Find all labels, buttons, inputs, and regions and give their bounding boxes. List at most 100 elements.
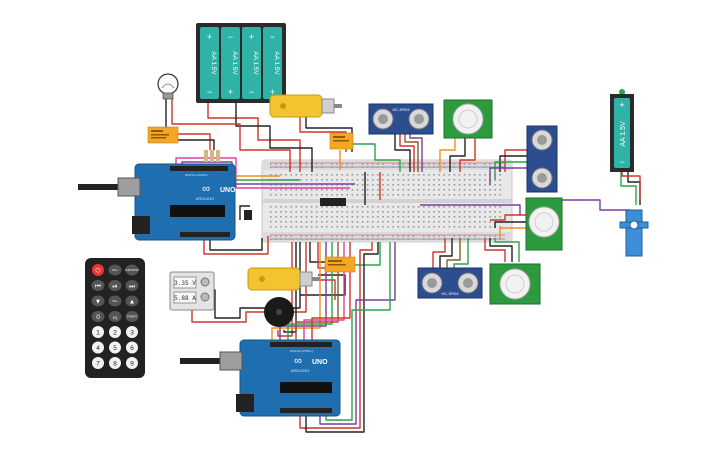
arduino-model-label: UNO xyxy=(220,187,236,194)
battery-minus-label: − xyxy=(249,87,254,97)
remote-button-label: 0 xyxy=(96,314,100,321)
motor-icon[interactable] xyxy=(269,94,342,118)
remote-button-label: 7 xyxy=(96,361,100,368)
remote-button-label: ST/REPT xyxy=(127,316,138,319)
battery-plus-label: − xyxy=(228,32,233,42)
ultrasonic-sensor-bottom[interactable]: HC-SR04 xyxy=(417,267,483,299)
relay-module-1[interactable] xyxy=(147,126,179,144)
remote-button[interactable]: 2 xyxy=(109,326,121,338)
remote-button[interactable]: FUNC/STOP xyxy=(125,264,139,276)
remote-button-label: 1 xyxy=(96,330,100,337)
relay-module-2[interactable] xyxy=(329,132,354,150)
battery-plus-label: + xyxy=(207,32,212,42)
remote-button[interactable]: ⏯ xyxy=(108,280,122,291)
remote-button-label: 9 xyxy=(130,361,134,368)
remote-button[interactable]: ▲ xyxy=(125,295,139,307)
remote-button[interactable]: 0 xyxy=(91,311,105,322)
ic-chip xyxy=(320,198,346,206)
arduino-logo-icon: ∞ xyxy=(202,183,210,195)
battery-cell: − + AA 1.5V xyxy=(263,27,282,99)
remote-button[interactable]: ⏭ xyxy=(125,280,139,291)
remote-button[interactable]: ▼ xyxy=(91,295,105,307)
remote-button[interactable]: 4 xyxy=(92,341,104,354)
motor-icon[interactable] xyxy=(247,267,320,291)
remote-button-label: ⏭ xyxy=(129,283,135,290)
pir-sensor-top[interactable] xyxy=(443,99,493,139)
wires xyxy=(152,98,641,433)
relay-module-3[interactable] xyxy=(324,256,356,273)
remote-button[interactable]: ⏮ xyxy=(91,280,105,291)
lightbulb-icon[interactable] xyxy=(157,73,179,100)
ultrasonic-sensor-top[interactable]: HC-SR04 xyxy=(368,103,434,135)
ultrasonic-label: HC-SR04 xyxy=(441,291,459,296)
remote-button[interactable]: ST/REPT xyxy=(125,311,139,322)
remote-button[interactable]: 8 xyxy=(109,357,121,369)
remote-button[interactable]: 9 xyxy=(126,357,138,369)
remote-button[interactable]: 6 xyxy=(126,341,138,354)
battery-pack-4aa[interactable]: + − AA 1.5V − + AA 1.5V + − AA 1.5V − + AA 1.5V xyxy=(196,23,286,103)
remote-button-label: VOL+ xyxy=(112,269,119,272)
current-readout: 5.88 A xyxy=(174,295,196,302)
ir-remote[interactable]: ⏻ VOL+ FUNC/STOP ⏮ ⏯ ⏭ ▼ VOL- ▲ 0 EQ ST/REPT 1 2 3 4 5 6 7… xyxy=(85,258,145,378)
ultrasonic-sensor-right[interactable] xyxy=(526,125,558,193)
remote-button[interactable]: VOL- xyxy=(108,295,122,307)
arduino-uno-bottom[interactable]: ∞ UNO ARDUINO DIGITAL (PWM~) xyxy=(180,339,341,417)
remote-button[interactable]: 5 xyxy=(109,341,121,354)
arduino-brand-label: ARDUINO xyxy=(196,196,214,201)
battery-single-aa[interactable]: + − AA 1.5V xyxy=(610,89,634,172)
remote-button-label: ⏻ xyxy=(95,268,100,275)
buzzer-icon[interactable] xyxy=(264,297,294,327)
remote-button-label: FUNC/STOP xyxy=(125,269,139,272)
battery-plus-label: + xyxy=(249,32,254,42)
remote-button-label: EQ xyxy=(113,316,118,320)
ultrasonic-label: HC-SR04 xyxy=(392,107,410,112)
battery-minus-label: + xyxy=(228,87,233,97)
remote-button-label: 6 xyxy=(130,345,134,352)
remote-button-label: ⏮ xyxy=(95,283,101,290)
remote-button[interactable]: 1 xyxy=(92,326,104,338)
battery-plus-label: + xyxy=(619,100,624,110)
remote-button-label: 3 xyxy=(130,330,134,337)
battery-cell: − + AA 1.5V xyxy=(221,27,240,99)
remote-button[interactable]: 7 xyxy=(92,357,104,369)
remote-button-label: 4 xyxy=(96,345,100,352)
remote-button-label: ▼ xyxy=(95,299,101,306)
servo-icon[interactable] xyxy=(619,209,649,257)
pir-sensor-bottom[interactable] xyxy=(489,263,541,305)
battery-label: AA 1.5V xyxy=(620,121,627,147)
remote-button[interactable]: ⏻ xyxy=(92,264,104,276)
arduino-digital-label: DIGITAL (PWM~) xyxy=(290,349,313,353)
multimeter[interactable]: 3.35 V 5.88 A xyxy=(169,271,215,311)
battery-cell-label: AA 1.5V xyxy=(231,51,238,75)
remote-button-label: 2 xyxy=(113,330,117,337)
arduino-brand-label: ARDUINO xyxy=(291,368,309,373)
voltage-readout: 3.35 V xyxy=(174,280,196,287)
battery-cell-label: AA 1.5V xyxy=(252,51,259,75)
resistors xyxy=(204,150,220,162)
arduino-uno-top[interactable]: ∞ UNO ARDUINO DIGITAL (PWM~) xyxy=(78,163,236,241)
pir-sensor-right[interactable] xyxy=(525,197,563,251)
battery-cell: + − AA 1.5V xyxy=(200,27,219,99)
battery-cell: + − AA 1.5V xyxy=(242,27,261,99)
breadboard[interactable] xyxy=(261,159,513,243)
battery-cell-label: AA 1.5V xyxy=(210,51,217,75)
arduino-logo-icon: ∞ xyxy=(294,355,302,367)
battery-plus-label: − xyxy=(270,32,275,42)
remote-button-label: 5 xyxy=(113,345,117,352)
remote-button-label: VOL- xyxy=(112,300,118,303)
remote-button-label: 8 xyxy=(113,361,117,368)
remote-button-label: ⏯ xyxy=(112,283,117,290)
remote-button[interactable]: EQ xyxy=(108,311,122,322)
battery-minus-label: + xyxy=(270,87,275,97)
transistor xyxy=(244,210,252,220)
remote-button[interactable]: 3 xyxy=(126,326,138,338)
battery-cell-label: AA 1.5V xyxy=(273,51,280,75)
remote-button-label: ▲ xyxy=(129,299,135,306)
arduino-digital-label: DIGITAL (PWM~) xyxy=(185,173,208,177)
breadboard-holes xyxy=(270,163,502,240)
remote-button[interactable]: VOL+ xyxy=(108,264,122,276)
battery-minus-label: − xyxy=(207,87,212,97)
arduino-model-label: UNO xyxy=(312,359,328,366)
